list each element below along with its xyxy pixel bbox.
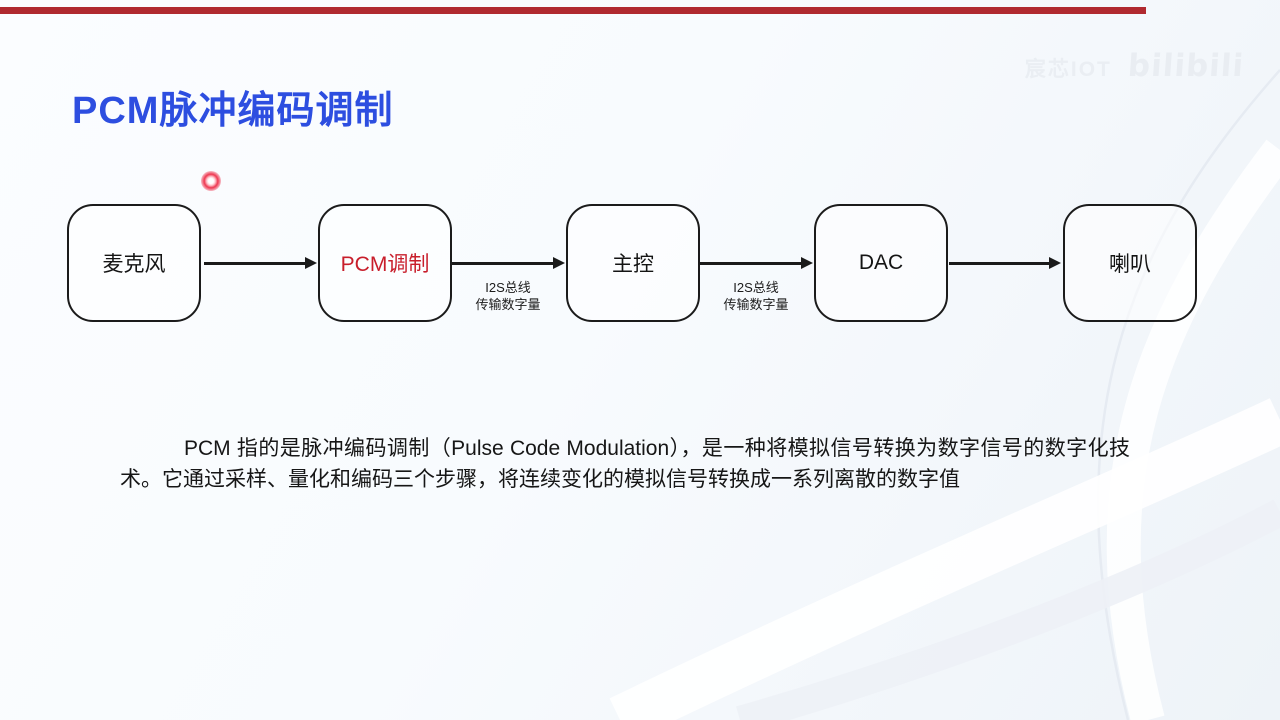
- flow-node-label: PCM调制: [340, 253, 430, 276]
- arrow-right-icon: [204, 257, 317, 269]
- flow-node-dac: DAC: [814, 204, 948, 322]
- page-title: PCM脉冲编码调制: [72, 90, 394, 133]
- laser-pointer-dot: [201, 171, 221, 191]
- edge-label-line1: I2S总线: [485, 280, 531, 295]
- flow-node-microphone: 麦克风: [67, 204, 201, 322]
- edge-label-i2s-bus: I2S总线 传输数字量: [446, 279, 570, 313]
- flow-node-main-controller: 主控: [566, 204, 700, 322]
- bilibili-logo: bilibili: [1126, 48, 1246, 84]
- watermark: 宸芯IOT bilibili: [1024, 48, 1246, 84]
- flow-node-label: DAC: [858, 251, 904, 274]
- top-red-bar: [0, 7, 1146, 14]
- edge-label-line1: I2S总线: [733, 280, 779, 295]
- flow-node-pcm-modulation: PCM调制: [318, 204, 452, 322]
- flow-node-label: 主控: [612, 253, 654, 276]
- edge-label-line2: 传输数字量: [475, 297, 541, 312]
- flow-node-label: 麦克风: [102, 253, 166, 276]
- edge-label-i2s-bus: I2S总线 传输数字量: [694, 279, 818, 313]
- watermark-brand-text: 宸芯IOT: [1024, 58, 1112, 81]
- arrow-right-icon: [452, 257, 565, 269]
- flow-node-speaker: 喇叭: [1063, 204, 1197, 322]
- arrow-right-icon: [949, 257, 1061, 269]
- flow-node-label: 喇叭: [1109, 253, 1151, 276]
- description-paragraph: PCM 指的是脉冲编码调制（Pulse Code Modulation），是一种…: [120, 437, 1130, 491]
- edge-label-line2: 传输数字量: [723, 297, 789, 312]
- arrow-right-icon: [700, 257, 813, 269]
